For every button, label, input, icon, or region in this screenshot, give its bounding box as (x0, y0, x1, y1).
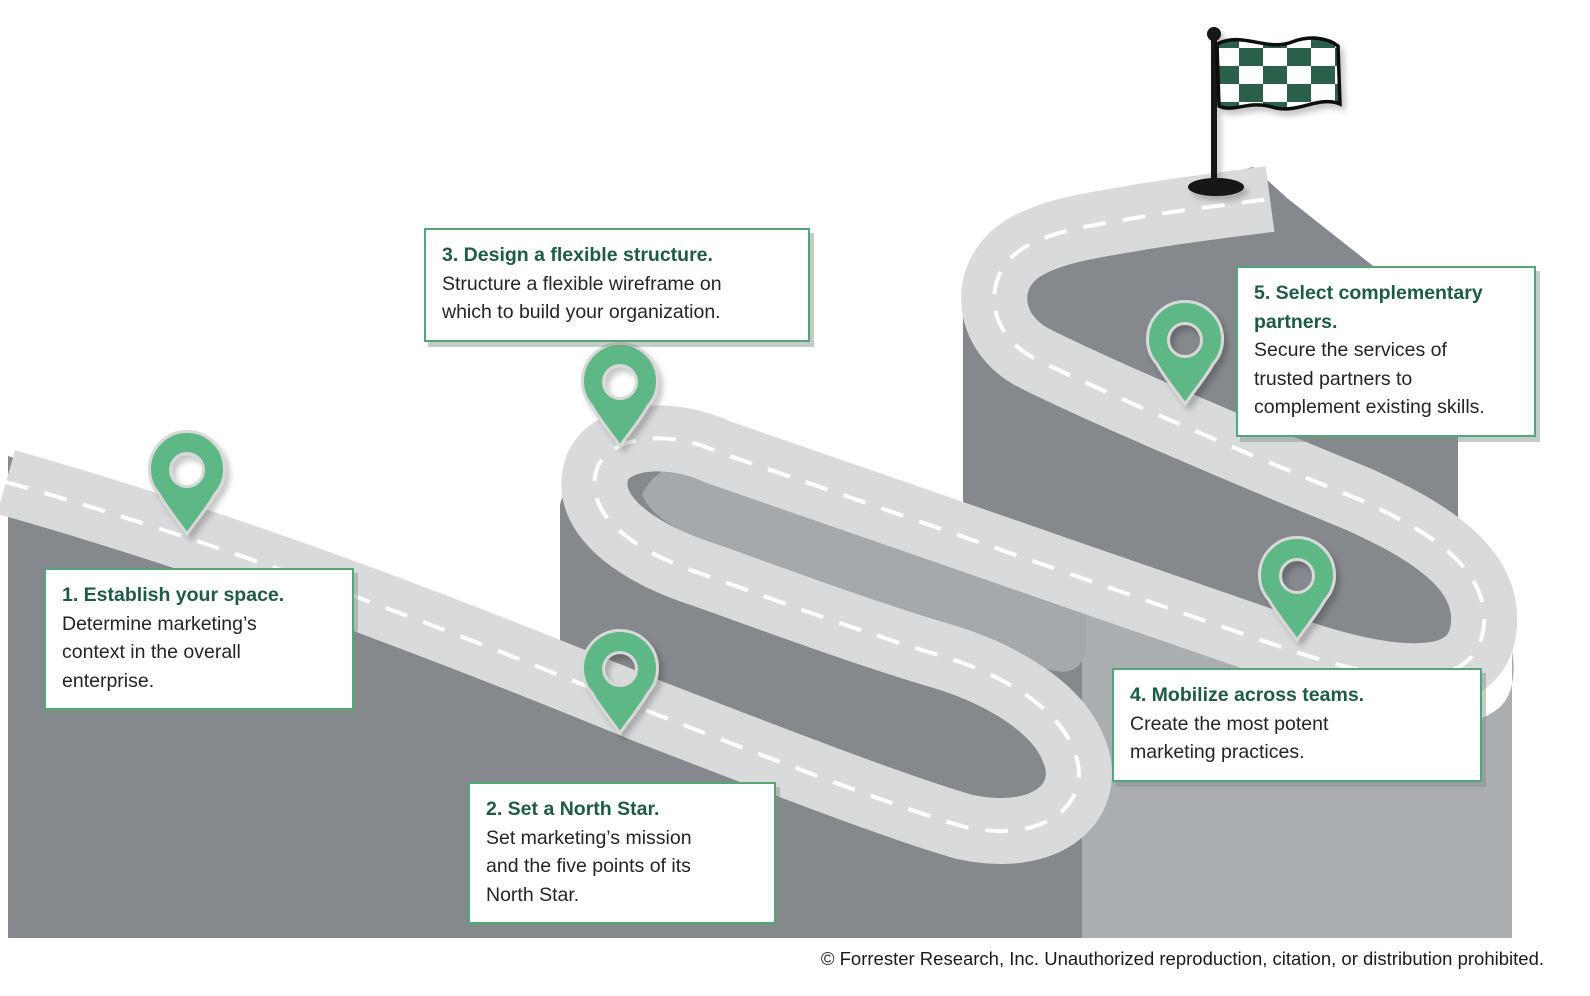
step-4-title: 4. Mobilize across teams. (1130, 684, 1365, 706)
step-card-2: 2. Set a North Star. Set marketing’s mis… (468, 782, 776, 924)
map-pin-step-3 (581, 342, 659, 449)
step-1-description: Determine marketing’s context in the ove… (62, 612, 257, 692)
step-4-description: Create the most potent marketing practic… (1130, 712, 1329, 764)
copyright-notice: © Forrester Research, Inc. Unauthorized … (820, 948, 1544, 969)
step-2-description: Set marketing’s mission and the five poi… (486, 826, 692, 906)
map-pin-step-5 (1146, 300, 1224, 407)
map-pin-step-2 (581, 629, 659, 736)
map-pin-step-1 (148, 430, 226, 537)
step-card-4: 4. Mobilize across teams. Create the mos… (1112, 668, 1482, 782)
step-5-title: 5. Select complementary partners. (1254, 282, 1483, 333)
loop-plateau (642, 461, 1086, 672)
road-center-line (5, 197, 1487, 833)
step-5-description: Secure the services of trusted partners … (1254, 339, 1485, 418)
step-3-description: Structure a flexible wireframe on which … (442, 272, 722, 324)
step-3-title: 3. Design a flexible structure. (442, 244, 713, 266)
step-card-1: 1. Establish your space. Determine marke… (44, 568, 354, 710)
step-1-title: 1. Establish your space. (62, 584, 285, 606)
checkered-flag-icon (1188, 27, 1342, 196)
step-2-title: 2. Set a North Star. (486, 798, 660, 820)
step-card-3: 3. Design a flexible structure. Structur… (424, 228, 810, 342)
step-card-5: 5. Select complementary partners. Secure… (1236, 266, 1536, 437)
map-pin-step-4 (1258, 536, 1336, 643)
